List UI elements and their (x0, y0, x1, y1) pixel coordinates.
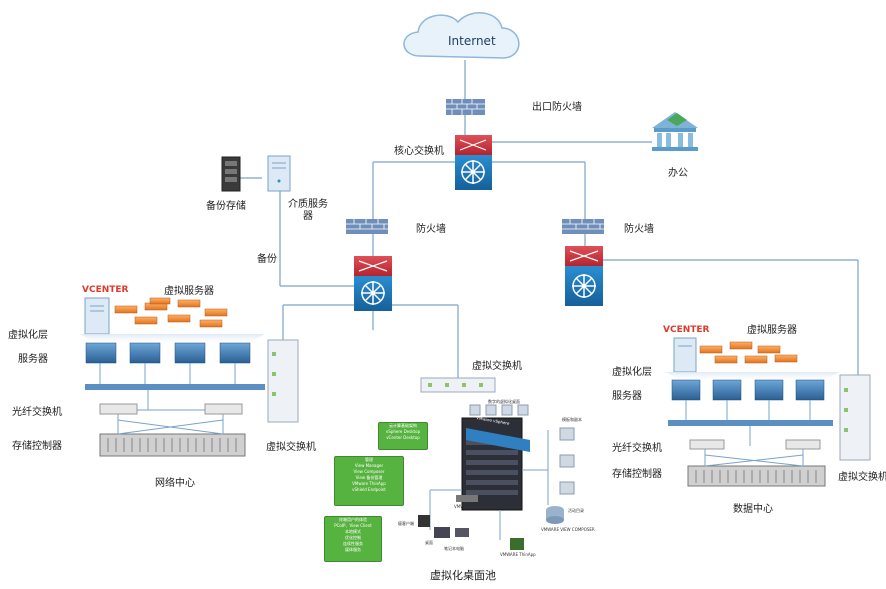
vswitch-center-icon (420, 377, 496, 393)
data-center-label: 数据中心 (733, 504, 773, 515)
fc-bus-left (85, 384, 265, 390)
vdi-box3-line2: PCoIP、View Client (334, 523, 372, 528)
exit-firewall (446, 99, 485, 115)
virtual-servers-right (699, 341, 798, 364)
vswitch-right-icon (839, 374, 871, 461)
view-composer-label: VMWARE VIEW COMPOSER (541, 527, 595, 532)
physical-servers-left (85, 342, 251, 364)
server-left-label: 服务器 (18, 354, 48, 365)
firewall-left-icon (346, 219, 388, 234)
vdi-box2-line4: View 备份管理 (355, 475, 383, 480)
network-center-cluster (80, 297, 299, 457)
vm-desktop-icons (469, 404, 575, 495)
view-manager-icon (456, 495, 478, 502)
virtual-servers-left (114, 297, 228, 328)
thin-client-icon (418, 515, 430, 527)
vdi-box2-line5: VMware ThinApp (352, 481, 386, 486)
router-right-icon (565, 246, 603, 306)
vdi-box1-line1: 云计算基础架构 (389, 423, 417, 428)
exit-firewall-label: 出口防火墙 (532, 102, 582, 113)
vcenter-left-label: VCENTER (82, 285, 129, 295)
vdi-box3-line1: 终端用户的体验 (339, 517, 367, 522)
thinapp-icon (510, 538, 524, 550)
thin-client-label: 瘦客户端 (398, 521, 414, 526)
fc-switch-left-label: 光纤交换机 (12, 407, 62, 418)
firewall-right-label: 防火墙 (624, 224, 654, 235)
active-directory-label: 活动目录 (568, 508, 584, 513)
vdi-box1-line3: vCenter Desktop (386, 435, 420, 440)
backup-label: 备份 (257, 254, 277, 265)
virtual-server-left-label: 虚拟服务器 (164, 286, 214, 297)
vdi-management-box: 管理 View Manager View Composer View 备份管理 … (334, 456, 404, 506)
fc-switch-right-2 (785, 439, 821, 450)
vswitch-right-label: 虚拟交换机 (838, 472, 886, 483)
virtual-server-right-label: 虚拟服务器 (747, 325, 797, 336)
office-building-icon (652, 112, 698, 151)
vdi-box2-line3: View Composer (353, 469, 385, 474)
vsphere-banner (466, 428, 530, 452)
fc-switch-left-2 (204, 403, 243, 415)
backup-storage-icon (221, 156, 241, 192)
vdi-user-experience-box: 终端用户的体验 PCoIP、View Client 本地模式 优化控制 连续性服… (324, 516, 382, 562)
physical-servers-right (671, 379, 825, 401)
vcenter-right-label: VCENTER (663, 325, 710, 335)
view-manager-label: VMWARE VIEW MANAGER (454, 504, 506, 509)
connection-lines (240, 60, 859, 378)
vdi-box2-line2: View Manager (354, 463, 384, 468)
internet-cloud (403, 12, 520, 59)
backup-storage-label: 备份存储 (206, 201, 246, 212)
vdi-box3-line5: 连续性服务 (343, 541, 363, 546)
internet-label: Internet (448, 34, 496, 48)
vdi-box3-line6: 媒体服务 (345, 547, 361, 552)
vcenter-left-server-icon (84, 297, 110, 335)
office-label: 办公 (668, 168, 688, 179)
vdi-pool-diagram (418, 404, 575, 550)
fc-switch-right-1 (689, 439, 725, 450)
fc-switch-right-label: 光纤交换机 (612, 443, 662, 454)
firewall-left-label: 防火墙 (416, 224, 446, 235)
desktop-icon (434, 527, 450, 538)
vdi-box3-line4: 优化控制 (345, 535, 361, 540)
vdi-infrastructure-box: 云计算基础架构 vSphere Desktop vCenter Desktop (378, 422, 428, 450)
desktop-label: 桌面 (425, 540, 433, 545)
vswitch-left-label: 虚拟交换机 (266, 442, 316, 453)
vdi-box2-line6: vShield Endpoint (352, 487, 386, 492)
fc-bus-right (668, 420, 833, 426)
fc-switch-left-1 (99, 403, 138, 415)
data-center-cluster (665, 337, 871, 487)
media-server-label: 介质服务器 (288, 199, 328, 222)
core-switch-label: 核心交换机 (394, 146, 444, 157)
vcenter-right-server-icon (673, 337, 697, 373)
thinapp-label: VMWARE ThinApp (500, 552, 536, 557)
vdi-pool-label: 虚拟化桌面池 (430, 569, 496, 582)
storage-controller-left (99, 433, 246, 457)
vswitch-center-label: 虚拟交换机 (472, 361, 522, 372)
network-center-label: 网络中心 (155, 478, 195, 489)
laptop-icon (455, 528, 469, 537)
vdi-box2-line1: 管理 (365, 457, 373, 462)
storage-controller-right-label: 存储控制器 (612, 469, 662, 480)
vdi-side-note: 模板和副本 (562, 417, 582, 422)
vdi-box1-line2: vSphere Desktop (385, 429, 421, 434)
storage-controller-left-label: 存储控制器 (12, 441, 62, 452)
media-server-icon (267, 155, 291, 192)
server-right-label: 服务器 (612, 391, 642, 402)
virtualization-layer-right-label: 虚拟化层 (612, 367, 652, 378)
router-left-icon (354, 256, 392, 311)
core-switch-icon (455, 135, 492, 190)
laptop-label: 笔记本电脑 (444, 546, 464, 551)
vdi-top-note: 数字的虚拟化桌面 (488, 399, 520, 404)
storage-controller-right (687, 465, 826, 487)
virtualization-layer-left-label: 虚拟化层 (8, 330, 48, 341)
firewall-right-icon (562, 219, 604, 234)
vdi-box3-line3: 本地模式 (345, 529, 361, 534)
